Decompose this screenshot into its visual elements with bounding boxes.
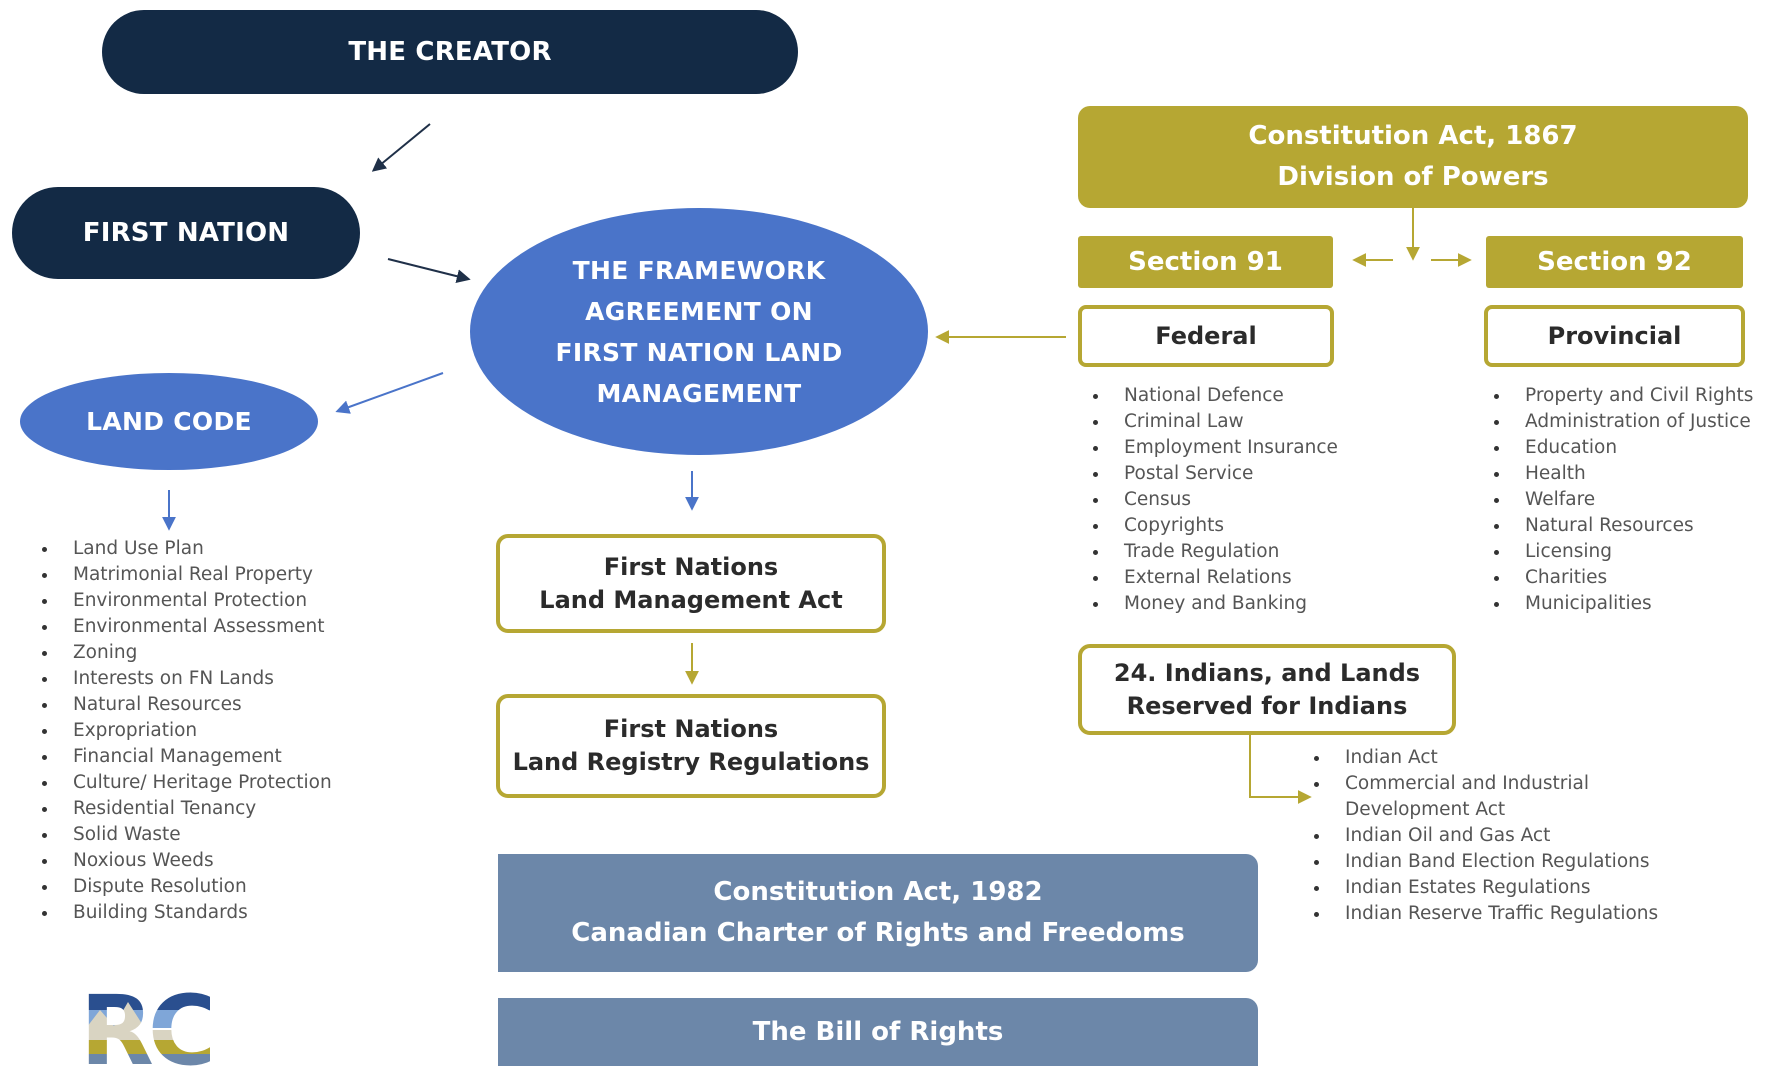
fnlrr-line-1: First Nations (603, 715, 779, 743)
list-item: Building Standards (40, 900, 332, 926)
constitution-1982-node: Constitution Act, 1982 Canadian Charter … (498, 854, 1258, 972)
constitution-1982-line-2: Canadian Charter of Rights and Freedoms (571, 918, 1185, 948)
list-item: Dispute Resolution (40, 874, 332, 900)
first-nation-node: FIRST NATION (12, 187, 360, 279)
creator-label: THE CREATOR (348, 37, 552, 67)
list-item: Commercial and Industrial (1312, 771, 1658, 797)
fnlma-node: First Nations Land Management Act (496, 534, 886, 633)
list-item: Matrimonial Real Property (40, 562, 332, 588)
fnlrr-line-2: Land Registry Regulations (512, 748, 870, 776)
land-code-list: Land Use Plan Matrimonial Real Property … (40, 536, 332, 926)
section-92-label: Section 92 (1537, 247, 1692, 277)
section-91-label: Section 91 (1128, 247, 1283, 277)
list-item: Property and Civil Rights (1492, 383, 1753, 409)
arrow-framework-to-land-code (335, 372, 444, 414)
list-item: Money and Banking (1091, 591, 1338, 617)
list-item: Solid Waste (40, 822, 332, 848)
list-item: Residential Tenancy (40, 796, 332, 822)
framework-line-2: AGREEMENT ON (585, 296, 813, 326)
land-code-node: LAND CODE (20, 373, 318, 470)
fnlma-line-1: First Nations (603, 552, 779, 581)
arrow-indians-lands-to-list (1249, 734, 1312, 804)
fnlma-line-2: Land Management Act (539, 585, 843, 614)
list-item: Indian Estates Regulations (1312, 875, 1658, 901)
list-item: Natural Resources (40, 692, 332, 718)
list-item: Trade Regulation (1091, 539, 1338, 565)
list-item: National Defence (1091, 383, 1338, 409)
federal-label: Federal (1155, 321, 1257, 350)
framework-line-4: MANAGEMENT (596, 378, 802, 408)
list-item: Natural Resources (1492, 513, 1753, 539)
list-item: Environmental Protection (40, 588, 332, 614)
list-item: Administration of Justice (1492, 409, 1753, 435)
section-91-node: Section 91 (1078, 236, 1333, 288)
list-item: Environmental Assessment (40, 614, 332, 640)
list-item: Indian Act (1312, 745, 1658, 771)
indians-lands-line-2: Reserved for Indians (1126, 691, 1408, 720)
federal-list: National Defence Criminal Law Employment… (1091, 383, 1338, 617)
list-item: Criminal Law (1091, 409, 1338, 435)
constitution-1982-line-1: Constitution Act, 1982 (713, 877, 1043, 907)
list-item: Development Act (1345, 799, 1506, 820)
list-item: Culture/ Heritage Protection (40, 770, 332, 796)
section-92-node: Section 92 (1486, 236, 1743, 288)
list-item: Municipalities (1492, 591, 1753, 617)
indian-acts-list: Indian Act Commercial and Industrial Dev… (1312, 745, 1658, 927)
framework-agreement-node: THE FRAMEWORK AGREEMENT ON FIRST NATION … (470, 208, 928, 455)
rc-logo-icon: RC (80, 980, 210, 1066)
list-item: External Relations (1091, 565, 1338, 591)
provincial-node: Provincial (1484, 305, 1745, 367)
constitution-1867-line-2: Division of Powers (1277, 162, 1549, 192)
list-item: Education (1492, 435, 1753, 461)
fnlrr-node: First Nations Land Registry Regulations (496, 694, 886, 798)
bill-of-rights-node: The Bill of Rights (498, 998, 1258, 1066)
list-item: Charities (1492, 565, 1753, 591)
federal-node: Federal (1078, 305, 1334, 367)
provincial-label: Provincial (1547, 321, 1682, 350)
indians-lands-node: 24. Indians, and Lands Reserved for Indi… (1078, 644, 1456, 735)
framework-line-3: FIRST NATION LAND (555, 337, 843, 367)
list-item: Postal Service (1091, 461, 1338, 487)
list-item: Noxious Weeds (40, 848, 332, 874)
arrow-first-nation-to-framework (387, 258, 471, 284)
framework-line-1: THE FRAMEWORK (572, 255, 826, 285)
constitution-1867-node: Constitution Act, 1867 Division of Power… (1078, 106, 1748, 208)
constitution-1867-line-1: Constitution Act, 1867 (1248, 121, 1578, 151)
list-item: Employment Insurance (1091, 435, 1338, 461)
list-item: Health (1492, 461, 1753, 487)
land-code-label: LAND CODE (86, 407, 252, 436)
list-item: Zoning (40, 640, 332, 666)
list-item: Expropriation (40, 718, 332, 744)
list-item: Copyrights (1091, 513, 1338, 539)
list-item: Indian Reserve Traffic Regulations (1312, 901, 1658, 927)
list-item: Indian Band Election Regulations (1312, 849, 1658, 875)
arrow-creator-to-first-nation (371, 123, 431, 172)
list-item: Land Use Plan (40, 536, 332, 562)
indians-lands-line-1: 24. Indians, and Lands (1113, 658, 1421, 687)
list-item: Indian Oil and Gas Act (1312, 823, 1658, 849)
list-item: Licensing (1492, 539, 1753, 565)
first-nation-label: FIRST NATION (82, 218, 290, 248)
list-item: Financial Management (40, 744, 332, 770)
list-item: Census (1091, 487, 1338, 513)
provincial-list: Property and Civil Rights Administration… (1492, 383, 1753, 617)
creator-node: THE CREATOR (102, 10, 798, 94)
list-item: Interests on FN Lands (40, 666, 332, 692)
bill-of-rights-label: The Bill of Rights (752, 1016, 1004, 1047)
list-item: Welfare (1492, 487, 1753, 513)
